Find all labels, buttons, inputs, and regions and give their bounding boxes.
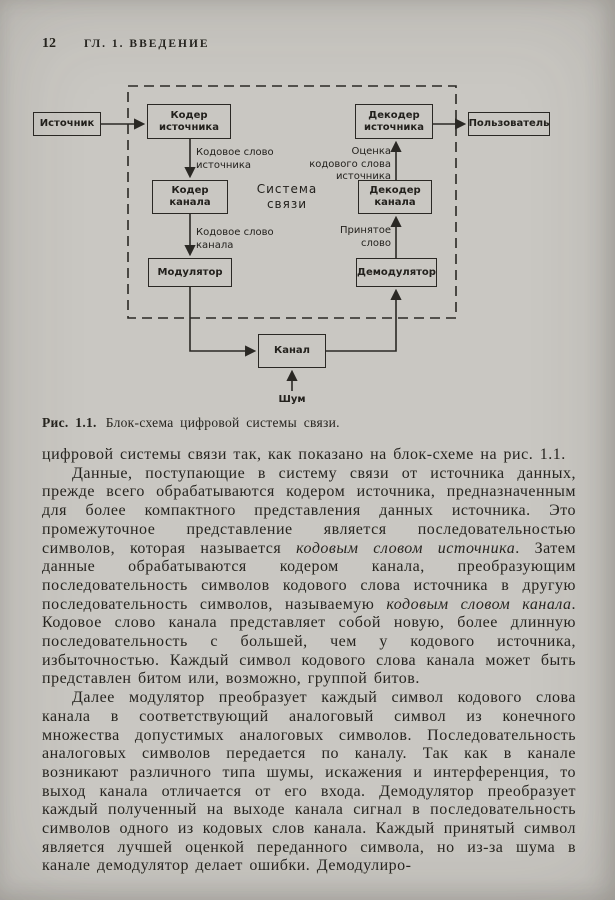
label-source-codeword-estimate: Оценка кодового слова источника [309,146,391,182]
text-segment: Далее модулятор преобразует каждый симво… [42,689,576,875]
paragraph: Данные, поступающие в систему связи от и… [42,465,576,689]
block-modulator: Модулятор [148,258,232,287]
page-number: 12 [42,36,56,51]
diagram-arrows [101,85,467,391]
block-source: Источник [33,112,101,136]
paragraph: цифровой системы связи так, как показано… [42,446,576,465]
figure-caption-number: Рис. 1.1. [42,415,97,430]
body-text: цифровой системы связи так, как показано… [42,446,576,876]
label-noise: Шум [278,394,306,405]
block-channel-decoder: Декодер канала [358,180,432,214]
figure-caption: Рис. 1.1. Блок-схема цифровой системы свя… [42,415,340,431]
paragraph: Далее модулятор преобразует каждый симво… [42,689,576,876]
text-segment: Данные, поступающие в систему связи от и… [42,464,576,557]
figure-caption-text: Блок-схема цифровой системы связи. [105,415,340,430]
label-source-codeword: Кодовое слово источника [196,147,274,171]
label-received-word: Принятое слово [339,225,391,249]
block-channel-encoder: Кодер канала [152,180,228,214]
label-communication-system: Система связи [256,182,318,211]
block-source-encoder: Кодер источника [147,104,231,139]
block-source-decoder: Декодер источника [355,104,433,139]
system-boundary-dashed-box [127,85,457,319]
text-segment: цифровой системы связи так, как показано… [42,446,566,463]
page-header: 12 ГЛ. 1. ВВЕДЕНИЕ [42,34,210,52]
emphasized-term: кодовым словом канала [386,595,572,613]
block-user: Пользователь [468,112,550,136]
text-segment: . Затем данные обрабатываются кодером ка… [42,539,577,613]
block-demodulator: Демодулятор [356,258,437,287]
arrow-modulator-to-channel [189,287,257,357]
emphasized-term: кодовым словом источника [296,539,516,557]
text-segment: . Кодовое слово канала представляет собо… [42,595,576,688]
figure-block-diagram: Источник Кодер источника Кодер канала Мо… [0,0,615,440]
arrow-channel-to-demodulator [326,288,402,352]
running-head: ГЛ. 1. ВВЕДЕНИЕ [84,38,210,50]
label-channel-codeword: Кодовое слово канала [196,227,274,251]
block-channel: Канал [258,334,326,368]
